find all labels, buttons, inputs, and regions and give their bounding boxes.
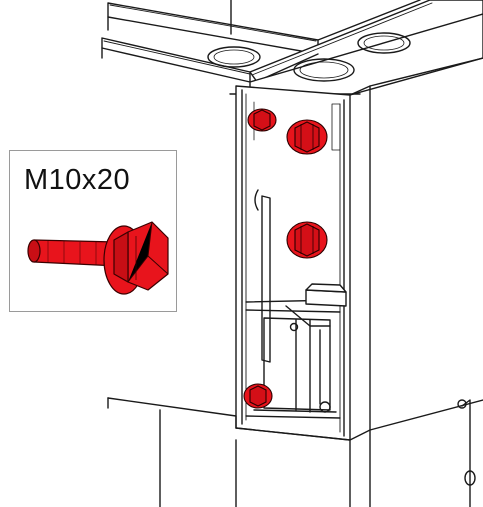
bolt-upper-left xyxy=(247,108,277,132)
bolt-icon xyxy=(27,221,169,295)
top-hole-3 xyxy=(357,32,411,54)
top-hole-2 xyxy=(293,58,355,82)
bolt-lower-left xyxy=(243,383,273,409)
highlighted-bolts xyxy=(243,108,328,409)
top-plate xyxy=(207,13,483,96)
bolt-spec-label: M10x20 xyxy=(24,164,131,196)
bolt-upper-right xyxy=(286,119,328,155)
bolt-middle-right xyxy=(286,221,328,259)
base-frame xyxy=(107,397,476,507)
corner-post xyxy=(235,57,483,441)
top-hole-1 xyxy=(207,46,261,68)
